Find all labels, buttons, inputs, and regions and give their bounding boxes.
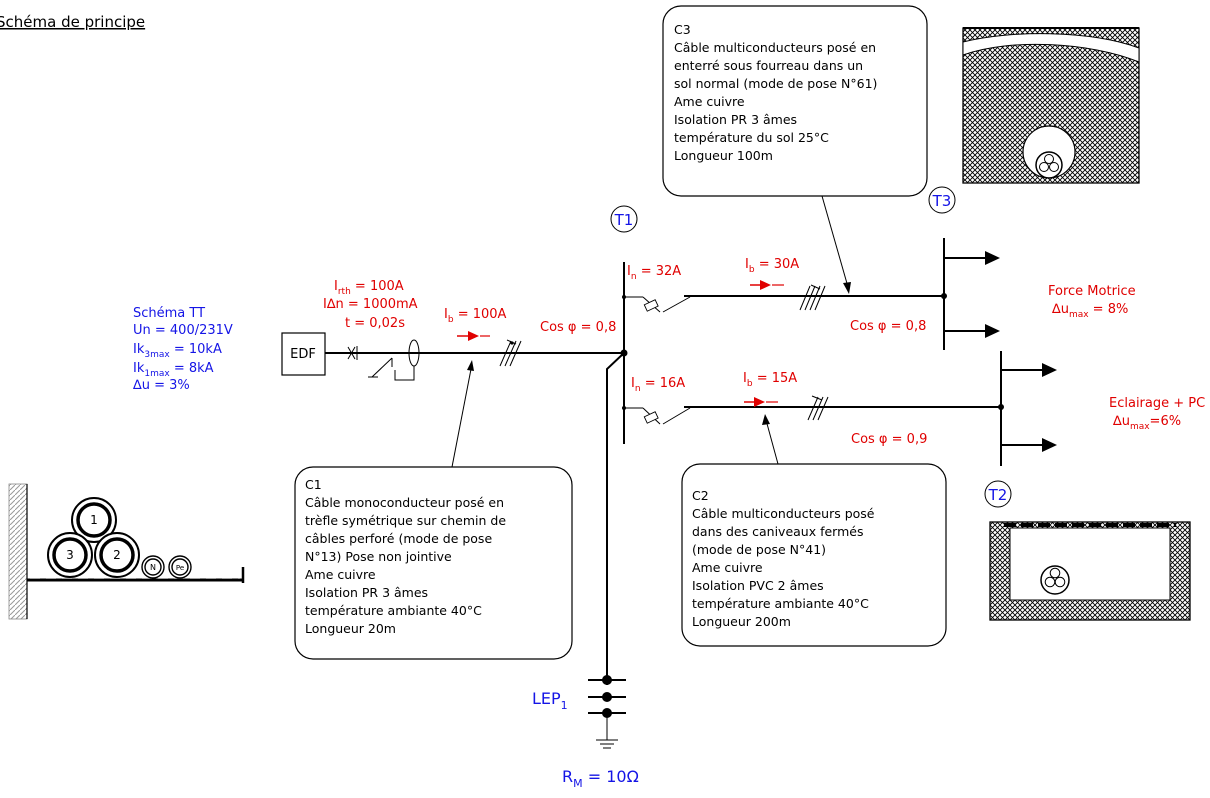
ik1-value: Ik1max = 8kA — [133, 361, 214, 379]
svg-text:température du sol 25°C: température du sol 25°C — [674, 130, 829, 145]
light-ib-label: Ib = 15A — [743, 371, 797, 389]
main-breaker-symbol — [368, 339, 420, 381]
svg-text:Longueur 200m: Longueur 200m — [692, 614, 791, 629]
un-value: Un = 400/231V — [133, 323, 233, 338]
cable-tray-illustration — [8, 483, 245, 620]
c3-callout — [662, 5, 928, 197]
source-info: Schéma TT Un = 400/231V Ik3max = 10kA Ik… — [132, 306, 233, 393]
scheme-title: Schéma TT — [133, 306, 205, 321]
svg-text:enterré sous fourreau dans un: enterré sous fourreau dans un — [674, 58, 863, 73]
svg-text:Ame cuivre: Ame cuivre — [692, 560, 763, 575]
du-value: ∆u = 3% — [132, 378, 190, 393]
svg-text:température ambiante 40°C: température ambiante 40°C — [692, 596, 869, 611]
force-in-label: In = 32A — [627, 264, 681, 282]
light-du-label: ∆umax=6% — [1112, 414, 1181, 432]
main-current-arrow — [457, 331, 490, 341]
isolator-symbol — [347, 346, 356, 360]
svg-text:C2: C2 — [692, 488, 709, 503]
c2-text: C2 Câble multiconducteurs posé dans des … — [692, 488, 875, 629]
light-cos-label: Cos φ = 0,9 — [851, 432, 927, 447]
svg-text:N°13) Pose non jointive: N°13) Pose non jointive — [305, 549, 452, 564]
svg-text:C1: C1 — [305, 477, 322, 492]
svg-text:Longueur 100m: Longueur 100m — [674, 148, 773, 163]
c3-text: C3 Câble multiconducteurs posé en enterr… — [674, 22, 877, 163]
main-cable-ticks — [499, 339, 522, 367]
svg-text:câbles perforé (mode de pose: câbles perforé (mode de pose — [305, 531, 492, 546]
svg-text:C3: C3 — [674, 22, 691, 37]
light-load-label: Eclairage + PC — [1109, 396, 1205, 411]
svg-text:Ame cuivre: Ame cuivre — [305, 567, 376, 582]
edf-box — [281, 332, 326, 376]
irth-label: Irth = 100A — [334, 279, 404, 297]
svg-text:Isolation PVC 2 âmes: Isolation PVC 2 âmes — [692, 578, 824, 593]
svg-text:Câble multiconducteurs posé en: Câble multiconducteurs posé en — [674, 40, 876, 55]
svg-text:température ambiante 40°C: température ambiante 40°C — [305, 603, 482, 618]
lep-label: LEP1 — [532, 689, 568, 712]
t2-label: T2 — [988, 486, 1008, 504]
svg-text:sol normal (mode de pose N°61): sol normal (mode de pose N°61) — [674, 76, 877, 91]
svg-text:Câble monoconducteur posé en: Câble monoconducteur posé en — [305, 495, 504, 510]
tray-cable-2: 2 — [113, 548, 121, 562]
svg-text:Isolation PR 3 âmes: Isolation PR 3 âmes — [674, 112, 797, 127]
light-current-arrow — [744, 397, 778, 407]
c1-pointer — [451, 363, 473, 468]
t2-circle — [984, 480, 1012, 508]
force-current-arrow — [750, 280, 784, 290]
tray-cable-1: 1 — [90, 513, 98, 527]
tray-cable-n: N — [150, 563, 156, 572]
buried-cable-illustration — [962, 27, 1140, 184]
t3-circle — [928, 186, 956, 214]
force-branch — [622, 284, 947, 313]
c2-pointer — [765, 419, 779, 465]
t3-outputs — [944, 251, 1000, 338]
earth-conductor — [606, 352, 625, 685]
rm-label: RM = 10Ω — [562, 767, 639, 790]
trip-time-label: t = 0,02s — [345, 316, 405, 331]
svg-text:Isolation PR 3 âmes: Isolation PR 3 âmes — [305, 585, 428, 600]
trench-cable-illustration — [989, 521, 1191, 621]
edf-label: EDF — [290, 347, 316, 362]
svg-text:(mode de pose N°41): (mode de pose N°41) — [692, 542, 826, 557]
t1-circle — [610, 205, 638, 233]
svg-text:Câble multiconducteurs posé: Câble multiconducteurs posé — [692, 506, 875, 521]
c2-callout — [681, 463, 947, 647]
force-cos-label: Cos φ = 0,8 — [850, 319, 926, 334]
force-load-label: Force Motrice — [1048, 284, 1136, 299]
svg-text:Longueur 20m: Longueur 20m — [305, 621, 396, 636]
tray-cable-3: 3 — [66, 548, 74, 562]
main-ib-label: Ib = 100A — [444, 307, 507, 325]
t1-label: T1 — [614, 211, 634, 229]
c1-callout — [294, 466, 573, 660]
main-cos-label: Cos φ = 0,8 — [540, 320, 616, 335]
earth-bar — [588, 675, 626, 749]
ik3-value: Ik3max = 10kA — [133, 342, 222, 360]
tray-cable-pe: Pe — [176, 564, 184, 572]
t2-outputs — [1001, 363, 1057, 452]
force-du-label: ∆umax = 8% — [1051, 302, 1128, 320]
svg-text:trèfle symétrique sur chemin d: trèfle symétrique sur chemin de — [305, 513, 506, 528]
c3-pointer — [821, 195, 849, 288]
page-title: Schéma de principe — [0, 13, 145, 31]
idn-label: I∆n = 1000mA — [323, 297, 418, 312]
light-in-label: In = 16A — [631, 376, 685, 394]
svg-text:dans des caniveaux fermés: dans des caniveaux fermés — [692, 524, 863, 539]
svg-text:Ame cuivre: Ame cuivre — [674, 94, 745, 109]
force-ib-label: Ib = 30A — [745, 257, 799, 275]
t3-label: T3 — [932, 192, 952, 210]
c1-text: C1 Câble monoconducteur posé en trèfle s… — [305, 477, 506, 636]
light-branch — [622, 395, 1004, 425]
